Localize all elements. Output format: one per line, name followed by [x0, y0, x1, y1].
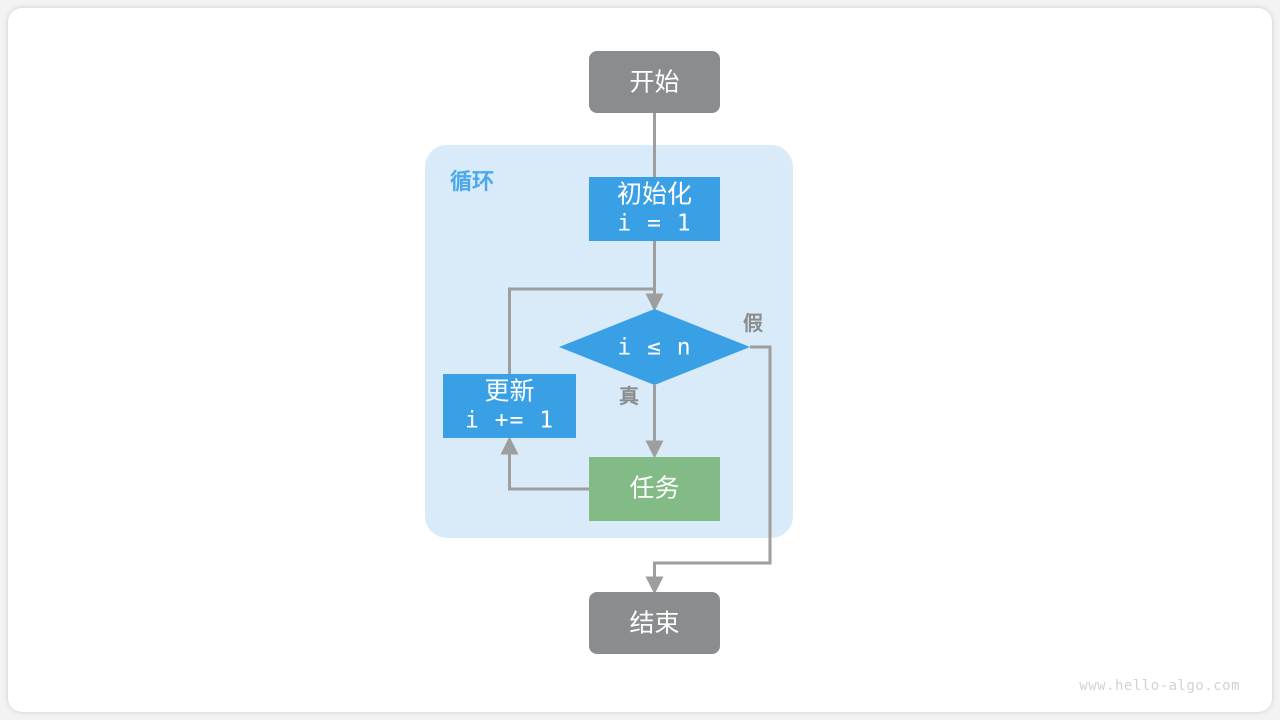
edge-label-false: 假 — [743, 311, 764, 335]
watermark-text: www.hello-algo.com — [1079, 678, 1240, 694]
end-node[interactable]: 结束 — [589, 592, 720, 654]
update-node[interactable]: 更新 i += 1 — [443, 374, 576, 438]
update-node-label-line2: i += 1 — [465, 408, 554, 434]
condition-node[interactable]: i ≤ n — [559, 309, 750, 385]
condition-node-label: i ≤ n — [617, 335, 691, 361]
task-node-label: 任务 — [629, 475, 679, 503]
edge-label-true: 真 — [619, 384, 639, 408]
end-node-label: 结束 — [629, 610, 679, 638]
edge-task-to-update — [500, 436, 589, 491]
edge-condition-to-end — [645, 345, 772, 595]
start-node[interactable]: 开始 — [589, 51, 720, 113]
task-node[interactable]: 任务 — [589, 457, 720, 521]
edge-update-to-condition — [508, 287, 655, 374]
update-node-label-line1: 更新 — [484, 378, 534, 406]
init-node-label-line1: 初始化 — [617, 181, 692, 209]
start-node-label: 开始 — [629, 69, 679, 97]
init-node[interactable]: 初始化 i = 1 — [589, 177, 720, 241]
init-node-label-line2: i = 1 — [617, 211, 691, 237]
loop-group-label: 循环 — [450, 169, 494, 194]
